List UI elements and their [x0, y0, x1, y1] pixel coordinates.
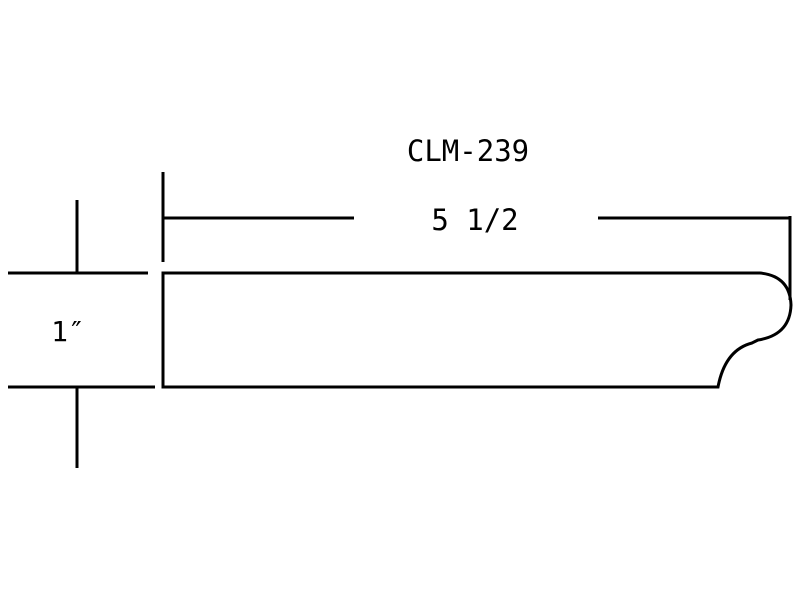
molding-profile: [161, 271, 793, 389]
part-number-label: CLM-239: [407, 134, 529, 168]
width-dimension-label: 5 1/2: [431, 203, 518, 237]
thickness-dimension-label: 1″: [51, 315, 85, 348]
